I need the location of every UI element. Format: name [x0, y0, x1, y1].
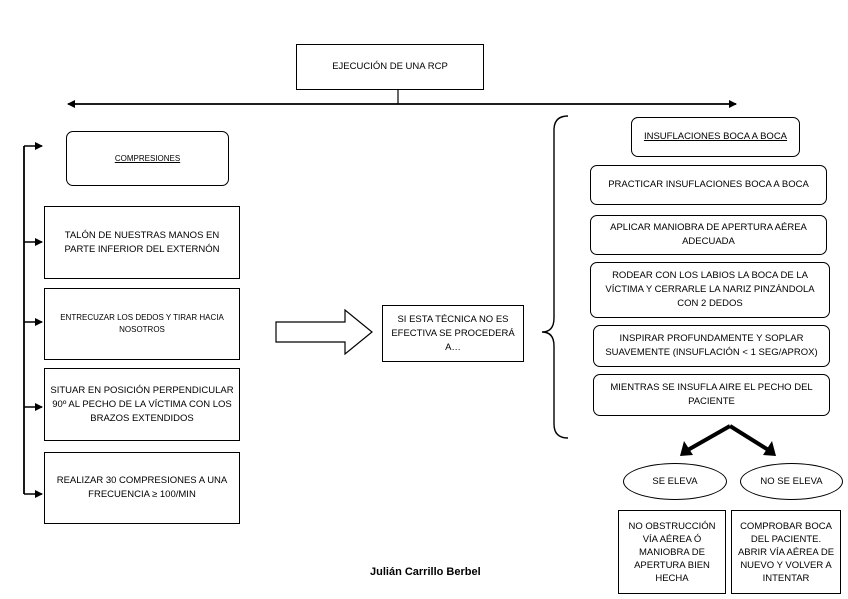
insufflations-header: INSUFLACIONES BOCA A BOCA	[631, 117, 800, 157]
not-rises-detail-box: COMPROBAR BOCA DEL PACIENTE. ABRIR VÍA A…	[731, 510, 841, 594]
compressions-header: COMPRESIONES	[66, 131, 229, 186]
author-credit: Julián Carrillo Berbel	[370, 566, 481, 578]
insufflation-step-3: RODEAR CON LOS LABIOS LA BOCA DE LA VÍCT…	[590, 262, 830, 318]
curly-brace	[541, 115, 569, 439]
rises-detail-text: NO OBSTRUCCIÓN VÍA AÉREA Ó MANIOBRA DE A…	[628, 520, 716, 584]
chevron-left-arrowhead	[680, 441, 693, 456]
insufflation-step-2: APLICAR MANIOBRA DE APERTURA AÉREA ADECU…	[590, 215, 827, 255]
chevron-right-line	[728, 424, 772, 453]
chevron-right-arrowhead	[763, 441, 776, 456]
insufflation-step-4: INSPIRAR PROFUNDAMENTE Y SOPLAR SUAVEMEN…	[593, 325, 830, 367]
compression-step-1: TALÓN DE NUESTRAS MANOS EN PARTE INFERIO…	[44, 206, 240, 279]
transition-box: SI ESTA TÉCNICA NO ES EFECTIVA SE PROCED…	[382, 305, 524, 362]
compression-step-2: ENTRECUZAR LOS DEDOS Y TIRAR HACIA NOSOT…	[44, 288, 240, 360]
title-box: EJECUCIÓN DE UNA RCP	[296, 44, 484, 90]
rises-detail-box: NO OBSTRUCCIÓN VÍA AÉREA Ó MANIOBRA DE A…	[618, 510, 726, 594]
compressions-header-label: COMPRESIONES	[114, 153, 181, 163]
insufflations-header-label: INSUFLACIONES BOCA A BOCA	[643, 131, 788, 142]
compression-step-4-text: REALIZAR 30 COMPRESIONES A UNA FRECUENCI…	[56, 475, 228, 500]
insufflation-step-5: MIENTRAS SE INSUFLA AIRE EL PECHO DEL PA…	[593, 374, 830, 416]
not-rises-label: NO SE ELEVA	[760, 475, 823, 487]
compression-step-3: SITUAR EN POSICIÓN PERPENDICULAR 90º AL …	[44, 368, 240, 441]
transition-text: SI ESTA TÉCNICA NO ES EFECTIVA SE PROCED…	[391, 313, 515, 353]
rises-oval: SE ELEVA	[623, 463, 727, 500]
compression-step-2-text: ENTRECUZAR LOS DEDOS Y TIRAR HACIA NOSOT…	[60, 313, 224, 334]
insufflation-step-1-text: PRACTICAR INSUFLACIONES BOCA A BOCA	[608, 179, 809, 190]
block-arrow	[275, 308, 373, 356]
compression-step-3-text: SITUAR EN POSICIÓN PERPENDICULAR 90º AL …	[50, 384, 234, 424]
chevron-left-line	[685, 424, 731, 453]
page-title: EJECUCIÓN DE UNA RCP	[332, 61, 448, 72]
not-rises-oval: NO SE ELEVA	[740, 463, 843, 500]
compression-step-1-text: TALÓN DE NUESTRAS MANOS EN PARTE INFERIO…	[64, 229, 220, 255]
not-rises-detail-text: COMPROBAR BOCA DEL PACIENTE. ABRIR VÍA A…	[737, 520, 835, 584]
insufflation-step-3-text: RODEAR CON LOS LABIOS LA BOCA DE LA VÍCT…	[605, 270, 815, 309]
insufflation-step-2-text: APLICAR MANIOBRA DE APERTURA AÉREA ADECU…	[610, 222, 807, 247]
insufflation-step-5-text: MIENTRAS SE INSUFLA AIRE EL PECHO DEL PA…	[610, 382, 813, 407]
compression-step-4: REALIZAR 30 COMPRESIONES A UNA FRECUENCI…	[44, 452, 240, 524]
insufflation-step-4-text: INSPIRAR PROFUNDAMENTE Y SOPLAR SUAVEMEN…	[605, 333, 818, 358]
rises-label: SE ELEVA	[652, 475, 698, 487]
insufflation-step-1: PRACTICAR INSUFLACIONES BOCA A BOCA	[590, 165, 827, 205]
